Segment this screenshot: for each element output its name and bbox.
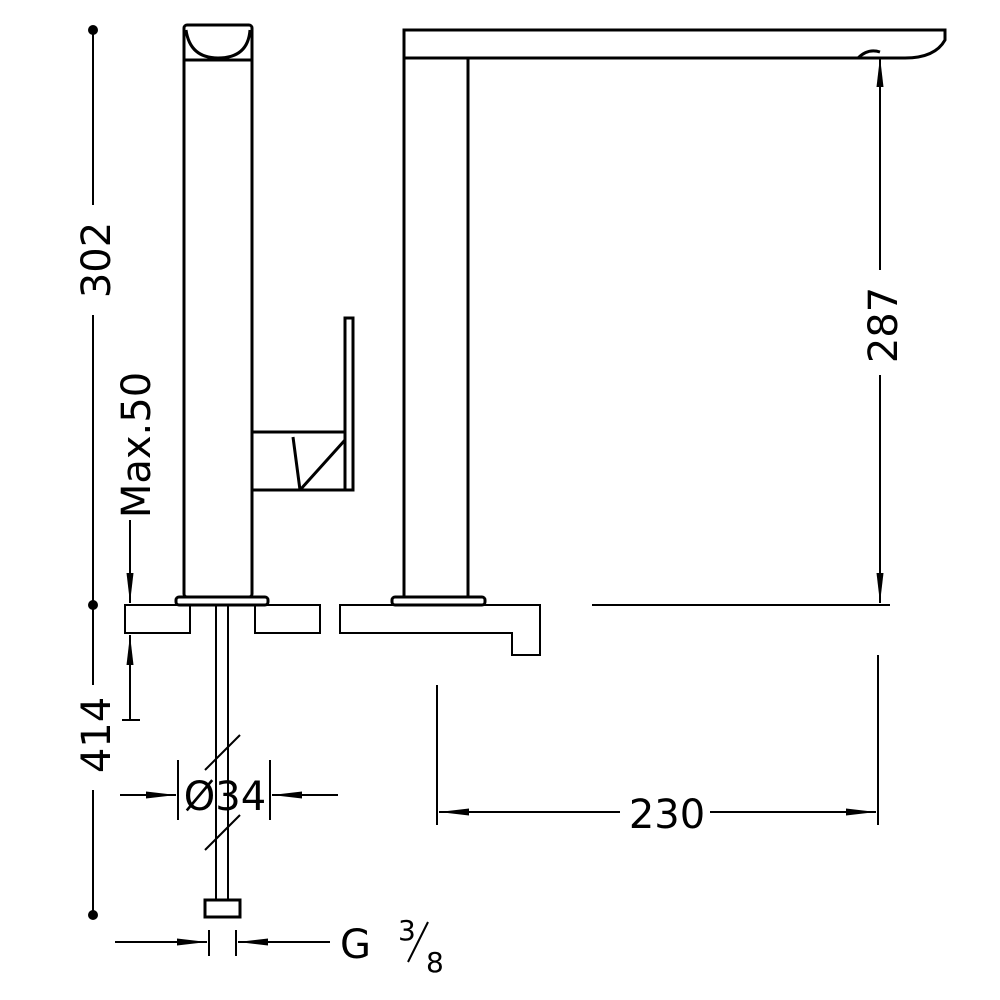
dim-230: 230 bbox=[629, 792, 705, 838]
dimension-dot bbox=[88, 600, 98, 610]
dim-diameter: Ø34 bbox=[184, 774, 266, 820]
dimension-dot bbox=[88, 25, 98, 35]
dim-414: 414 bbox=[74, 697, 120, 773]
faucet-side-view bbox=[174, 23, 355, 607]
max50-arrows bbox=[122, 520, 140, 721]
countertop-section bbox=[124, 604, 890, 656]
dim-302: 302 bbox=[74, 222, 120, 298]
dim-287: 287 bbox=[861, 287, 907, 363]
left-dimension-line bbox=[88, 25, 98, 920]
connection-numerator: 3 bbox=[398, 914, 416, 947]
connection-dimension bbox=[115, 921, 429, 963]
dimension-dot bbox=[88, 910, 98, 920]
connection-denominator: 8 bbox=[426, 946, 444, 979]
supply-hose bbox=[203, 605, 242, 919]
connection-g: G bbox=[340, 922, 371, 968]
faucet-front-view bbox=[390, 28, 947, 607]
dim-max50: Max.50 bbox=[114, 372, 160, 518]
diameter-dimension bbox=[120, 760, 338, 820]
spout-reach-dimension bbox=[436, 655, 879, 825]
